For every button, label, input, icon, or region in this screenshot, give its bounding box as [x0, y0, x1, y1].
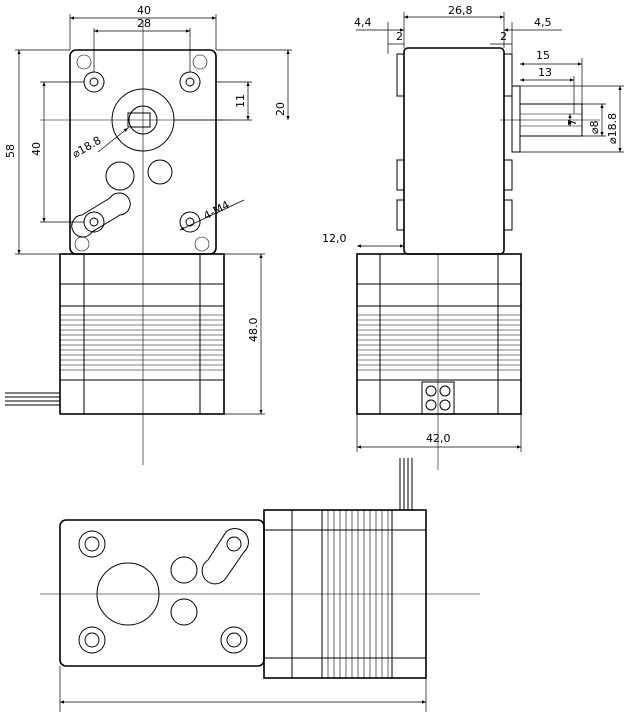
- dim-width-outer: 40: [137, 4, 151, 17]
- front-view: 40 28 58 40 11 20 ⌀18.8 4-M4 48.0: [4, 4, 292, 465]
- front-bearing-right: [147, 159, 173, 185]
- dim-side-body-width: 26,8: [448, 4, 473, 17]
- dim-total-height: 58: [4, 144, 17, 158]
- dim-side-motor-width: 42,0: [426, 432, 451, 445]
- dim-side-left-offset: 4,4: [354, 16, 372, 29]
- front-motor-body: [59, 253, 225, 415]
- dim-shaft-offset-x: 20: [274, 102, 287, 116]
- dim-hole-pitch-y: 40: [30, 142, 43, 156]
- top-gearbox-plate: [59, 519, 265, 667]
- dim-side-shaft-diameter: ⌀8: [588, 120, 601, 134]
- dim-side-key-width: 7: [566, 119, 579, 126]
- dim-side-gearbox-offset: 12,0: [322, 232, 347, 245]
- front-mount-hole-tr: [179, 54, 208, 93]
- top-bearing-upper: [170, 556, 198, 584]
- dim-boss-diameter: ⌀18.8: [70, 134, 103, 161]
- top-slot: [201, 528, 249, 585]
- top-mount-hole-tl: [78, 530, 106, 558]
- top-mount-hole-br: [220, 626, 248, 654]
- side-view: 26,8 4,4 2 4,5 2 15 13 7 ⌀8 ⌀18.8 12,0 4…: [322, 4, 624, 510]
- side-wires: [399, 458, 413, 510]
- front-mount-hole-bl: [74, 211, 105, 252]
- side-gearbox-body: [403, 47, 505, 255]
- top-bearing-lower: [170, 598, 198, 626]
- dim-shaft-offset-y: 11: [234, 94, 247, 108]
- dim-hole-pitch-x: 28: [137, 17, 151, 30]
- dim-side-key-length: 13: [538, 66, 552, 79]
- side-output-boss: [511, 85, 521, 153]
- front-mount-hole-br: [179, 211, 210, 252]
- dim-side-boss-diameter: ⌀18.8: [606, 113, 619, 144]
- top-view: [40, 509, 480, 712]
- dim-side-right-offset: 4,5: [534, 16, 552, 29]
- top-output-boss: [96, 562, 160, 626]
- front-motor-fins: [60, 314, 224, 371]
- front-mount-hole-tl: [76, 54, 105, 93]
- front-bearing-left: [105, 161, 135, 191]
- front-wires: [5, 392, 60, 406]
- dim-side-shaft-length: 15: [536, 49, 550, 62]
- dim-motor-length: 48.0: [247, 318, 260, 343]
- side-motor-body: [356, 253, 522, 415]
- dim-side-left-small: 2: [396, 30, 403, 43]
- dim-side-right-small: 2: [500, 30, 507, 43]
- top-mount-hole-bl: [78, 626, 106, 654]
- side-motor-fins: [357, 314, 521, 371]
- front-slot: [71, 192, 131, 238]
- side-connector: [421, 381, 455, 415]
